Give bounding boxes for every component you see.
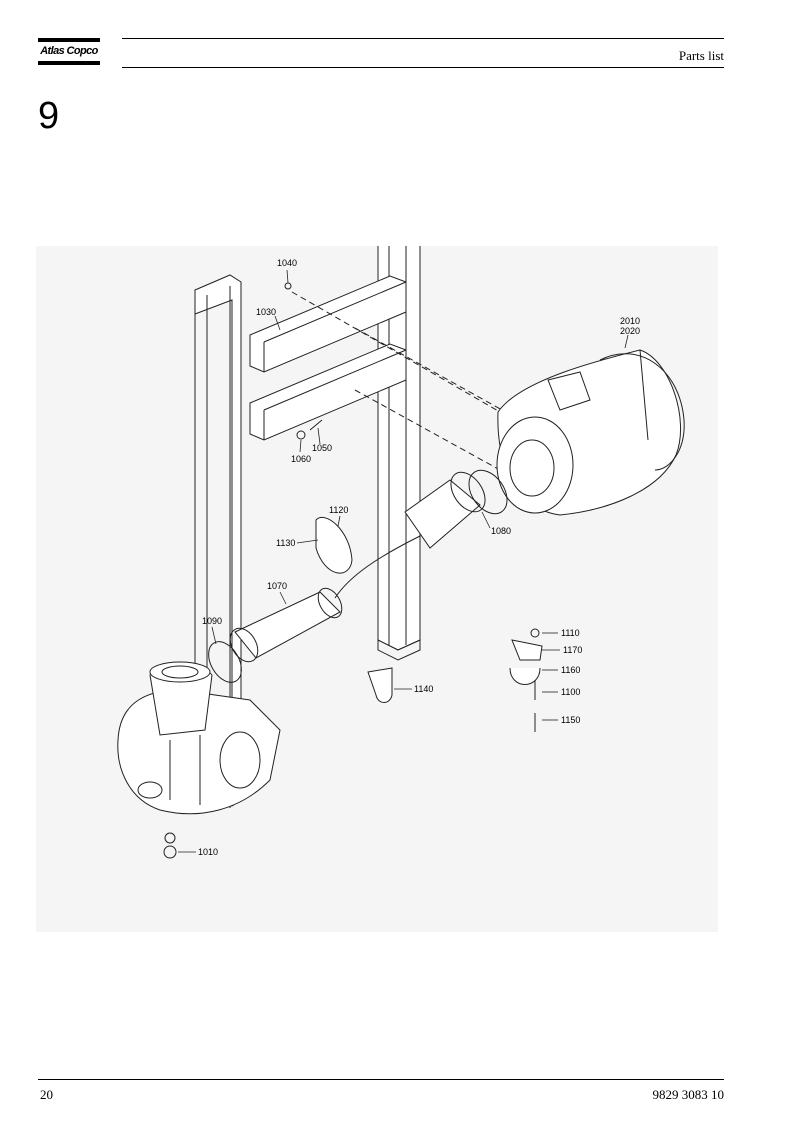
atlas-copco-logo: Atlas Copco (38, 38, 100, 68)
callout-1120: 1120 (329, 505, 348, 515)
page-number: 20 (40, 1087, 53, 1102)
callout-2010: 2010 (620, 316, 640, 326)
hose-clamp (315, 517, 353, 574)
section-number: 9 (38, 95, 60, 137)
callout-1080: 1080 (491, 526, 511, 536)
callout-1050: 1050 (312, 443, 332, 453)
crossmember-upper (249, 275, 407, 373)
callout-1070: 1070 (267, 581, 287, 591)
callout-1090: 1090 (202, 616, 222, 626)
callout-1060: 1060 (291, 454, 311, 464)
header-rule-top (122, 38, 724, 39)
header-rule-bottom (122, 67, 724, 68)
exploded-parts-drawing: 1040 1030 2010 2020 1050 1060 1120 1130 … (36, 246, 718, 932)
logo-bar-bottom (38, 61, 100, 65)
callout-1010: 1010 (198, 847, 218, 857)
footer-rule (38, 1079, 724, 1080)
callout-1160: 1160 (561, 665, 580, 675)
parts-drawing-svg: 1040 1030 2010 2020 1050 1060 1120 1130 … (117, 246, 685, 859)
callout-1130: 1130 (276, 538, 295, 548)
logo-bar-top (38, 38, 100, 42)
callout-1140: 1140 (414, 684, 433, 694)
callout-1040: 1040 (277, 258, 297, 268)
callout-1030: 1030 (256, 307, 276, 317)
callout-2020: 2020 (620, 326, 640, 336)
callout-1110: 1110 (561, 628, 580, 638)
intake-duct (334, 535, 421, 599)
air-filter-housing (496, 349, 685, 516)
crossmember-lower (249, 343, 407, 441)
document-number: 9829 3083 10 (652, 1087, 725, 1102)
logo-text: Atlas Copco (40, 45, 98, 57)
clamp-ring (208, 641, 242, 683)
callout-1170: 1170 (563, 645, 582, 655)
filter-inlet-hose (404, 469, 508, 549)
compressor-element (117, 661, 281, 815)
intake-hose (229, 587, 343, 663)
leader-lines (178, 269, 629, 853)
alignment-lines (291, 291, 521, 471)
header-title: Parts list (678, 48, 724, 63)
callout-1150: 1150 (561, 715, 580, 725)
fastener-parts (163, 282, 543, 859)
callout-1100: 1100 (561, 687, 580, 697)
